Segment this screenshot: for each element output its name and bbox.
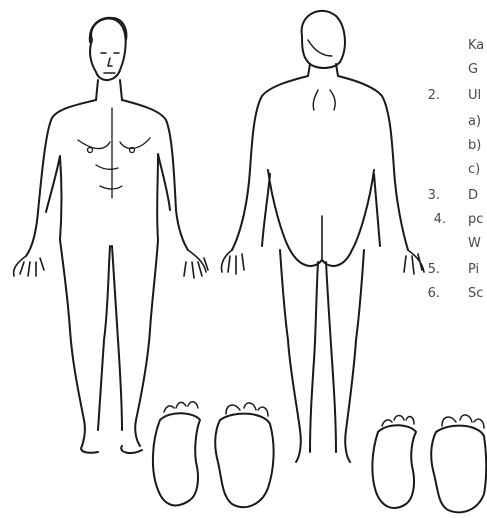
sub-item-a: a) xyxy=(468,114,481,129)
back-neck-shoulders xyxy=(232,64,408,250)
front-head xyxy=(90,19,126,81)
item-3-number: 3. xyxy=(420,188,440,203)
front-legs xyxy=(60,240,158,446)
front-right-hand xyxy=(184,250,208,278)
list-line-1: Ka xyxy=(468,38,484,53)
back-left-hand xyxy=(221,250,244,274)
sole-front-left xyxy=(153,402,200,506)
sole-front-right xyxy=(215,403,273,507)
sole-back-right xyxy=(431,415,486,512)
front-body-outline xyxy=(14,18,208,453)
item-4-text: pc xyxy=(468,212,483,227)
sub-item-c: c) xyxy=(468,162,480,177)
item-4-continuation: W xyxy=(468,236,481,251)
back-legs xyxy=(280,250,364,462)
item-2-text: Ul xyxy=(468,88,481,103)
list-line-2: G xyxy=(468,62,478,77)
front-neck xyxy=(96,80,122,100)
item-5-text: Pi xyxy=(468,262,479,277)
item-3-text: D xyxy=(468,188,478,203)
front-hair xyxy=(90,18,127,42)
item-4-number: 4. xyxy=(426,212,446,227)
sole-back-left xyxy=(372,416,416,509)
sub-item-b: b) xyxy=(468,138,481,153)
item-6-number: 6. xyxy=(420,286,440,301)
item-2-number: 2. xyxy=(420,88,440,103)
item-5-number: 5. xyxy=(420,262,440,277)
front-left-hand xyxy=(14,256,44,276)
item-6-text: Sc xyxy=(468,286,483,301)
back-body-outline xyxy=(221,11,424,462)
